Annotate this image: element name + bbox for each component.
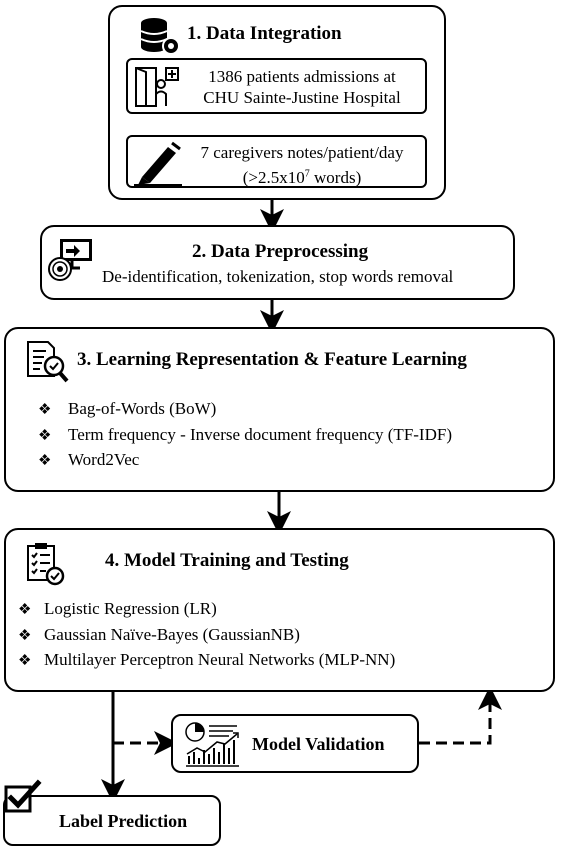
step1-box: 1. Data Integration 1386 patients admiss… [108, 5, 446, 200]
step4-title: 4. Model Training and Testing [105, 550, 349, 571]
clipboard-check-icon [24, 540, 66, 591]
list-item: ❖Word2Vec [38, 450, 140, 469]
monitor-disc-icon [46, 235, 96, 288]
hospital-door-icon [132, 64, 180, 115]
admissions-text: 1386 patients admissions at CHU Sainte-J… [184, 66, 420, 108]
step4-box: 4. Model Training and Testing ❖Logistic … [4, 528, 555, 692]
step2-description: De-identification, tokenization, stop wo… [102, 267, 454, 286]
admissions-line2: CHU Sainte-Justine Hospital [203, 88, 401, 107]
checkbox-icon [4, 779, 44, 820]
list-item: ❖Term frequency - Inverse document frequ… [38, 424, 452, 444]
document-magnifier-icon [24, 338, 70, 389]
admissions-box: 1386 patients admissions at CHU Sainte-J… [126, 58, 427, 114]
chart-analytics-icon [183, 720, 241, 775]
step1-title: 1. Data Integration [187, 23, 342, 44]
pen-writing-icon [132, 139, 184, 192]
validation-label: Model Validation [252, 734, 385, 754]
notes-line1: 7 caregivers notes/patient/day [200, 143, 404, 162]
database-gear-icon [138, 16, 182, 61]
prediction-box: Label Prediction [3, 795, 221, 846]
step2-title: 2. Data Preprocessing [192, 241, 369, 262]
list-item: ❖Bag-of-Words (BoW) [38, 399, 217, 418]
admissions-line1: 1386 patients admissions at [208, 67, 396, 86]
validation-box: Model Validation [171, 714, 419, 773]
step4-list: ❖Logistic Regression (LR) ❖Gaussian Naïv… [18, 597, 395, 674]
arrow-validation-feedback [419, 686, 502, 745]
notes-text: 7 caregivers notes/patient/day (>2.5x107… [180, 142, 424, 188]
step3-title: 3. Learning Representation & Feature Lea… [77, 349, 467, 370]
list-item: ❖Logistic Regression (LR) [18, 599, 217, 618]
step3-list: ❖Bag-of-Words (BoW) ❖Term frequency - In… [38, 397, 452, 474]
step2-box: 2. Data Preprocessing De-identification,… [40, 225, 515, 300]
step3-box: 3. Learning Representation & Feature Lea… [4, 327, 555, 492]
list-item: ❖Gaussian Naïve-Bayes (GaussianNB) [18, 624, 300, 644]
notes-line2: (>2.5x107 words) [242, 167, 362, 187]
list-item: ❖Multilayer Perceptron Neural Networks (… [18, 650, 396, 669]
notes-box: 7 caregivers notes/patient/day (>2.5x107… [126, 135, 427, 188]
prediction-label: Label Prediction [59, 811, 188, 831]
